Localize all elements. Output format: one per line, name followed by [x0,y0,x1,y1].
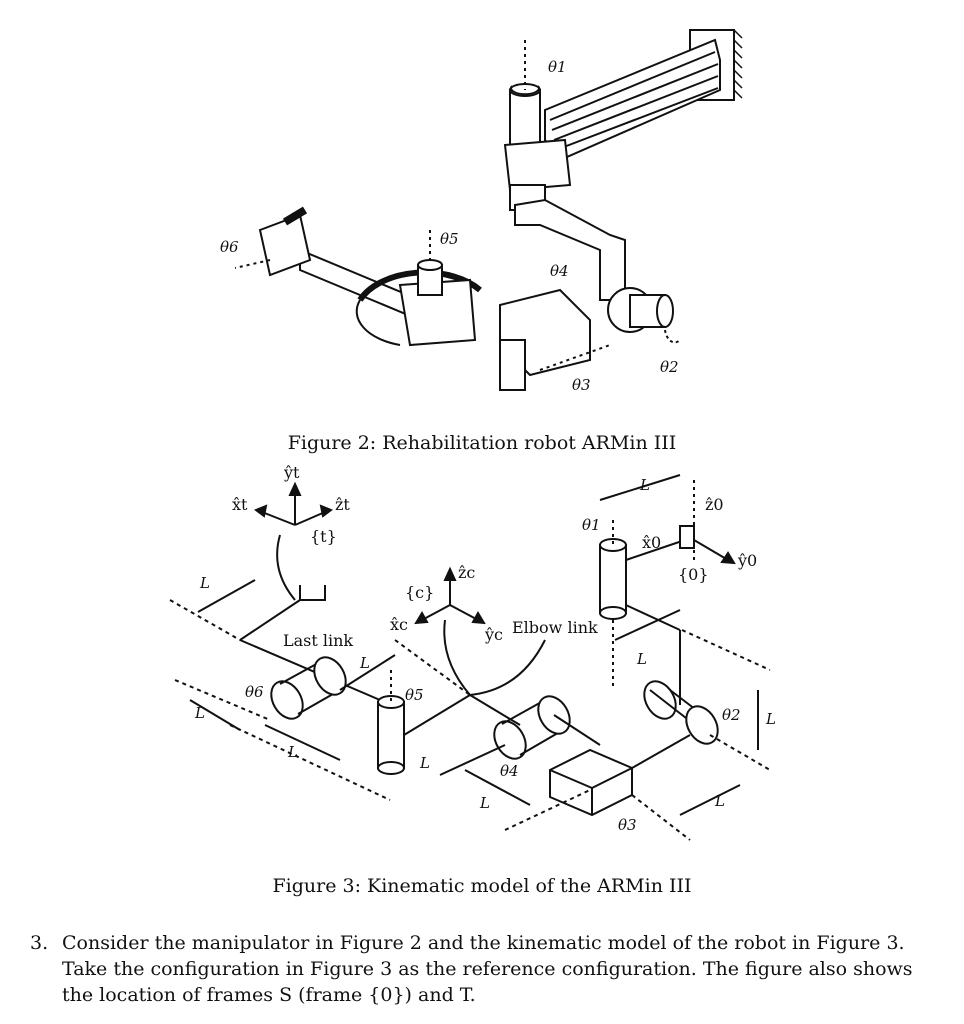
svg-text:L: L [194,704,205,722]
svg-text:L: L [359,654,370,672]
last-link [299,585,326,601]
svg-text:L: L [636,650,647,668]
joint3-box [549,748,633,817]
svg-text:L: L [419,754,430,772]
svg-text:{0}: {0} [678,565,709,584]
joint5-cylinder [377,670,405,775]
svg-text:θ6: θ6 [245,683,264,701]
figure-3-kinematic-model: ŷt x̂t ẑt {t} {c} ẑc x̂c ŷc ẑ0 x̂0 ŷ0 {0… [169,463,776,841]
svg-text:ŷ0: ŷ0 [737,551,757,570]
svg-text:{c}: {c} [405,583,434,602]
svg-text:θ1: θ1 [548,58,567,76]
joint4-cylinder [493,695,571,760]
svg-text:θ1: θ1 [582,516,601,534]
svg-text:L: L [639,476,650,494]
svg-text:θ5: θ5 [440,230,459,248]
joint2-cylinder [643,680,719,745]
svg-text:L: L [479,794,490,812]
svg-text:θ4: θ4 [500,762,519,780]
svg-text:{t}: {t} [310,527,337,546]
question-text: Consider the manipulator in Figure 2 and… [62,932,913,1006]
joint1-cylinder [599,520,627,690]
svg-text:θ5: θ5 [405,686,424,704]
joint6-cylinder [270,656,347,720]
svg-text:θ2: θ2 [660,358,679,376]
frame0-mount [679,525,695,549]
question-3: 3. Consider the manipulator in Figure 2 … [30,930,940,1008]
figure-2-robot-drawing: θ1 θ2 θ3 θ4 θ5 θ6 [220,29,743,394]
svg-text:L: L [765,710,776,728]
svg-text:L: L [199,574,210,592]
svg-text:ẑ0: ẑ0 [705,495,724,514]
svg-text:θ4: θ4 [550,262,569,280]
svg-text:L: L [714,792,725,810]
svg-text:x̂c: x̂c [390,615,408,634]
svg-text:ẑt: ẑt [335,495,350,514]
svg-text:x̂0: x̂0 [642,533,661,552]
svg-text:θ6: θ6 [220,238,239,256]
svg-text:θ3: θ3 [572,376,591,394]
svg-text:θ3: θ3 [618,816,637,834]
svg-text:θ2: θ2 [722,706,741,724]
svg-text:ŷt: ŷt [283,463,300,482]
figure-3-caption: Figure 3: Kinematic model of the ARMin I… [272,875,692,897]
support-beam [544,38,721,162]
svg-text:ŷc: ŷc [484,625,503,644]
svg-text:Last link: Last link [283,631,353,650]
svg-text:x̂t: x̂t [232,495,248,514]
svg-text:ẑc: ẑc [458,563,475,582]
figure-2-caption: Figure 2: Rehabilitation robot ARMin III [287,432,677,454]
svg-text:Elbow link: Elbow link [512,618,598,637]
svg-text:L: L [287,743,298,761]
question-number: 3. [30,932,49,954]
